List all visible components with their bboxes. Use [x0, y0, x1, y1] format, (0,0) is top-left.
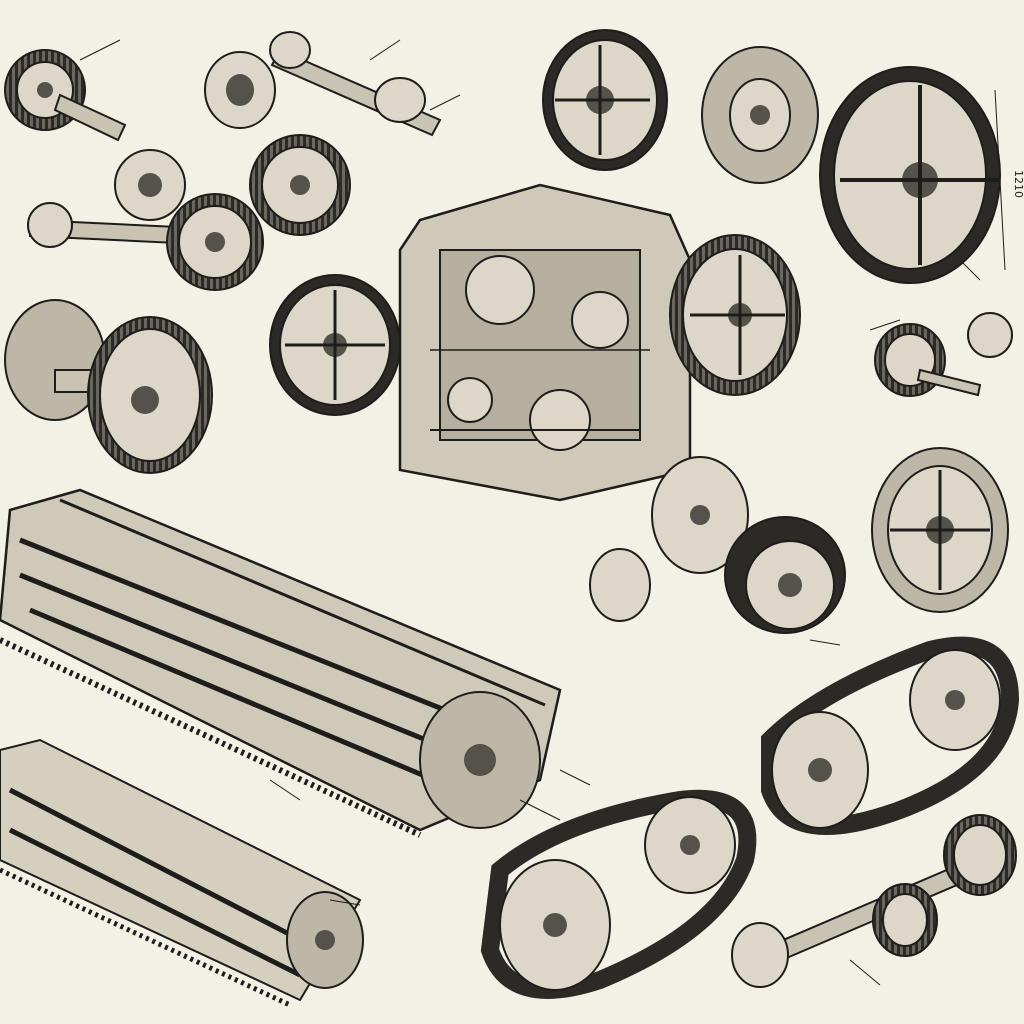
- header-reel-assembly: [0, 488, 562, 838]
- left-twin-drum-pulley: [4, 299, 213, 474]
- engine-right-pulley: [669, 234, 801, 396]
- engine-left-pulley: [269, 274, 401, 416]
- bottom-right-drive-shaft: [731, 814, 1017, 988]
- right-shaft-gear: [874, 312, 1013, 397]
- engine-lower-pulley: [589, 456, 749, 622]
- bottom-left-auger-reel: [0, 738, 364, 1008]
- dimension-label: 1210: [1012, 170, 1024, 198]
- right-mid-pulley: [871, 447, 1009, 613]
- central-engine-assembly: [398, 183, 692, 502]
- leader-lines: [79, 39, 981, 986]
- right-belt-drive: [761, 636, 1020, 835]
- left-shaft-with-gears: [27, 134, 351, 291]
- top-center-pulley-pair: [542, 29, 819, 184]
- front-drive-wheel: [724, 516, 846, 634]
- bottom-center-belt-drive: [480, 789, 757, 999]
- top-left-gear-shaft-assembly: [4, 31, 442, 142]
- top-right-large-pulley: 1210: [819, 66, 1024, 284]
